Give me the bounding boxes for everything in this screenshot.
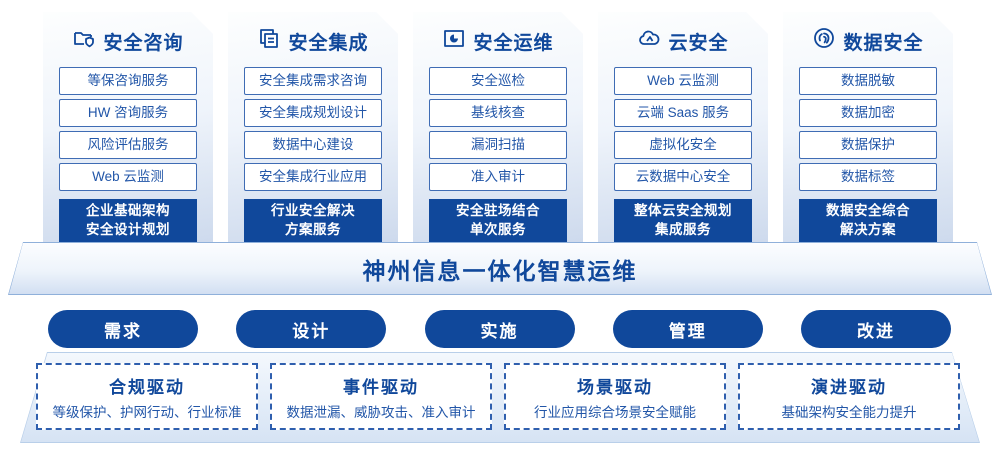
banner-title: 神州信息一体化智慧运维 [9,243,991,294]
driver-box-compliance: 合规驱动 等级保护、护网行动、行业标准 [36,363,258,430]
card-security-consulting: 安全咨询 等保咨询服务 HW 咨询服务 风险评估服务 Web 云监测 企业基础架… [43,12,213,252]
service-item: 安全集成需求咨询 [244,67,382,95]
card-title: 云安全 [668,32,729,54]
card-items: 等保咨询服务 HW 咨询服务 风险评估服务 Web 云监测 [59,67,197,191]
driver-box-incident: 事件驱动 数据泄漏、威胁攻击、准入审计 [270,363,492,430]
service-item: 虚拟化安全 [614,131,752,159]
driver-desc: 数据泄漏、威胁攻击、准入审计 [286,404,476,420]
footer-line: 单次服务 [470,222,526,237]
card-title: 数据安全 [843,32,924,54]
service-item: 数据中心建设 [244,131,382,159]
service-item: Web 云监测 [614,67,752,95]
phase-pill-management: 管理 [612,310,763,348]
card-header: 安全运维 [413,28,583,54]
footer-line: 解决方案 [840,222,896,237]
phase-pill-improvement: 改进 [801,310,951,348]
service-item: 数据脱敏 [799,67,937,95]
service-item: 安全集成行业应用 [244,163,382,191]
folder-clock-icon [442,26,466,56]
phase-pill-design: 设计 [236,310,387,348]
driver-title: 合规驱动 [109,377,185,397]
driver-desc: 基础架构安全能力提升 [781,404,917,420]
card-security-operations: 安全运维 安全巡检 基线核查 漏洞扫描 准入审计 安全驻场结合 单次服务 [413,12,583,252]
service-item: 风险评估服务 [59,131,197,159]
card-title: 安全运维 [473,32,554,54]
service-item: 基线核查 [429,99,567,127]
card-cloud-security: 云安全 Web 云监测 云端 Saas 服务 虚拟化安全 云数据中心安全 整体云… [598,12,768,252]
service-item: Web 云监测 [59,163,197,191]
documents-icon [257,26,281,56]
phase-pill-implementation: 实施 [424,310,575,348]
driver-title: 事件驱动 [343,377,419,397]
footer-line: 行业安全解决 [271,203,355,219]
fingerprint-icon [812,26,836,56]
footer-line: 数据安全综合 [826,203,910,219]
folder-shield-icon [72,26,96,56]
footer-line: 方案服务 [285,222,341,237]
card-header: 数据安全 [783,28,953,54]
driver-box-evolution: 演进驱动 基础架构安全能力提升 [738,363,960,430]
phases-row: 需求 设计 实施 管理 改进 [48,310,951,348]
service-item: 数据保护 [799,131,937,159]
card-header: 安全咨询 [43,28,213,54]
card-title: 安全咨询 [103,32,184,54]
card-title: 安全集成 [288,32,369,54]
phase-pill-requirement: 需求 [48,310,198,348]
banner-trapezoid: 神州信息一体化智慧运维 [8,242,992,295]
service-item: 数据加密 [799,99,937,127]
service-item: 数据标签 [799,163,937,191]
card-items: 数据脱敏 数据加密 数据保护 数据标签 [799,67,937,191]
driver-box-scenario: 场景驱动 行业应用综合场景安全赋能 [504,363,726,430]
card-footer: 行业安全解决 方案服务 [244,199,382,243]
footer-line: 安全设计规划 [86,222,170,237]
card-items: Web 云监测 云端 Saas 服务 虚拟化安全 云数据中心安全 [614,67,752,191]
service-item: 云数据中心安全 [614,163,752,191]
footer-line: 安全驻场结合 [456,203,540,219]
card-items: 安全巡检 基线核查 漏洞扫描 准入审计 [429,67,567,191]
card-footer: 数据安全综合 解决方案 [799,199,937,243]
card-security-integration: 安全集成 安全集成需求咨询 安全集成规划设计 数据中心建设 安全集成行业应用 行… [228,12,398,252]
card-header: 云安全 [598,28,768,54]
service-item: 漏洞扫描 [429,131,567,159]
service-item: 安全集成规划设计 [244,99,382,127]
footer-line: 整体云安全规划 [634,203,732,219]
card-header: 安全集成 [228,28,398,54]
card-footer: 安全驻场结合 单次服务 [429,199,567,243]
service-item: 等保咨询服务 [59,67,197,95]
footer-line: 集成服务 [655,222,711,237]
card-footer: 整体云安全规划 集成服务 [614,199,752,243]
service-cards-row: 安全咨询 等保咨询服务 HW 咨询服务 风险评估服务 Web 云监测 企业基础架… [43,12,953,252]
service-item: 安全巡检 [429,67,567,95]
driver-title: 场景驱动 [577,377,653,397]
cloud-icon [637,26,661,56]
card-items: 安全集成需求咨询 安全集成规划设计 数据中心建设 安全集成行业应用 [244,67,382,191]
service-item: HW 咨询服务 [59,99,197,127]
card-data-security: 数据安全 数据脱敏 数据加密 数据保护 数据标签 数据安全综合 解决方案 [783,12,953,252]
service-item: 云端 Saas 服务 [614,99,752,127]
footer-line: 企业基础架构 [86,203,170,219]
driver-desc: 行业应用综合场景安全赋能 [534,404,696,420]
driver-desc: 等级保护、护网行动、行业标准 [52,404,242,420]
driver-title: 演进驱动 [811,377,887,397]
drivers-row: 合规驱动 等级保护、护网行动、行业标准 事件驱动 数据泄漏、威胁攻击、准入审计 … [36,363,960,430]
service-item: 准入审计 [429,163,567,191]
card-footer: 企业基础架构 安全设计规划 [59,199,197,243]
